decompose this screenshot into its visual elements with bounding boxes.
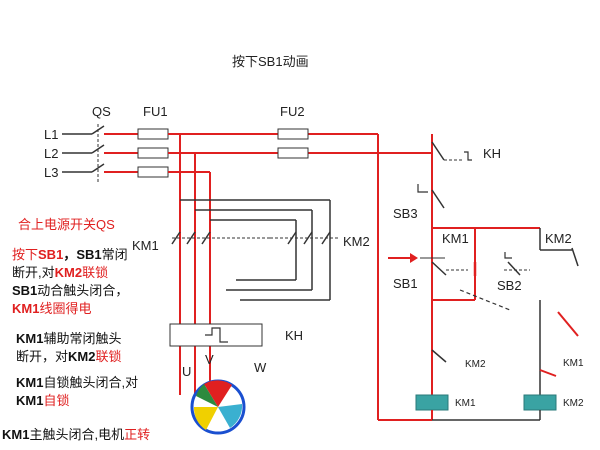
label-sb1: SB1 xyxy=(393,276,418,291)
label-sb2: SB2 xyxy=(497,278,522,293)
label-sb3: SB3 xyxy=(393,206,418,221)
label-km1-nc: KM1 xyxy=(563,358,584,369)
label-fu1: FU1 xyxy=(143,104,168,119)
motor xyxy=(190,379,246,435)
label-km2-main: KM2 xyxy=(343,234,370,249)
fuse-fu1 xyxy=(137,128,169,178)
label-fu2: FU2 xyxy=(280,104,305,119)
note-km1-main-close: KM1主触头闭合,电机正转 xyxy=(2,427,151,442)
main-contactors xyxy=(171,199,340,301)
label-km2-nc: KM2 xyxy=(465,359,486,370)
label-km1-main: KM1 xyxy=(132,238,159,253)
note-close-qs: 合上电源开关QS xyxy=(18,217,115,232)
sb1-press-arrow xyxy=(388,253,418,263)
label-qs: QS xyxy=(92,104,111,119)
thermal-relay-kh xyxy=(169,323,263,347)
note-press-sb1: 按下SB1，SB1常闭断开,对KM2联锁SB1动合触头闭合，KM1线圈得电 xyxy=(12,247,129,316)
supply-lines xyxy=(62,124,138,184)
label-l2: L2 xyxy=(44,146,58,161)
label-v: V xyxy=(205,352,214,367)
label-l1: L1 xyxy=(44,127,58,142)
main-bus xyxy=(168,133,432,395)
label-w: W xyxy=(254,360,267,375)
coil-km2-shape xyxy=(523,394,557,411)
label-l3: L3 xyxy=(44,165,58,180)
label-km1-coil: KM1 xyxy=(455,398,476,409)
control-circuit xyxy=(377,134,579,421)
fuse-fu2 xyxy=(277,128,309,159)
coil-km1-shape xyxy=(415,394,449,411)
label-km2-coil: KM2 xyxy=(563,398,584,409)
label-kh-contact: KH xyxy=(483,146,501,161)
note-km1-aux-nc: KM1辅助常闭触头断开，对KM2联锁 xyxy=(16,331,122,364)
label-kh-relay: KH xyxy=(285,328,303,343)
label-u: U xyxy=(182,364,191,379)
label-km2-aux: KM2 xyxy=(545,231,572,246)
diagram-title: 按下SB1动画 xyxy=(232,54,309,69)
label-km1-aux: KM1 xyxy=(442,231,469,246)
